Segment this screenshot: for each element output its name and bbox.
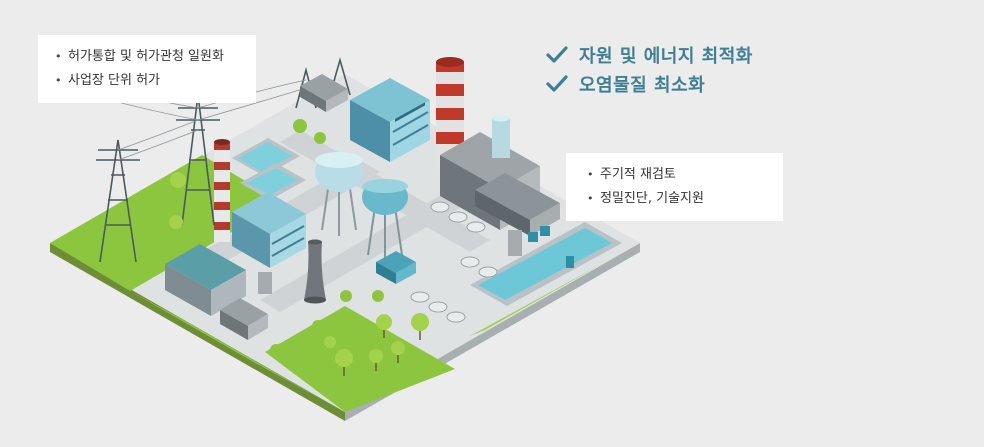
headline-resource-energy: 자원 및 에너지 최적화: [545, 40, 753, 69]
review-list: 주기적 재검토 정밀진단, 기술지원: [586, 163, 783, 211]
list-item: 정밀진단, 기술지원: [586, 187, 783, 211]
permit-integration-box: 허가통합 및 허가관청 일원화 사업장 단위 허가: [38, 35, 256, 103]
list-item: 주기적 재검토: [586, 163, 783, 187]
headline-text: 자원 및 에너지 최적화: [579, 45, 753, 67]
permit-list: 허가통합 및 허가관청 일원화 사업장 단위 허가: [54, 45, 256, 93]
list-item: 허가통합 및 허가관청 일원화: [54, 45, 256, 69]
list-item: 사업장 단위 허가: [54, 69, 256, 93]
headline-pollutant: 오염물질 최소화: [545, 69, 753, 98]
check-icon: [546, 45, 568, 63]
check-icon: [546, 74, 568, 92]
review-support-box: 주기적 재검토 정밀진단, 기술지원: [566, 153, 783, 221]
headline-group: 자원 및 에너지 최적화 오염물질 최소화: [545, 40, 753, 98]
headline-text: 오염물질 최소화: [579, 74, 706, 96]
